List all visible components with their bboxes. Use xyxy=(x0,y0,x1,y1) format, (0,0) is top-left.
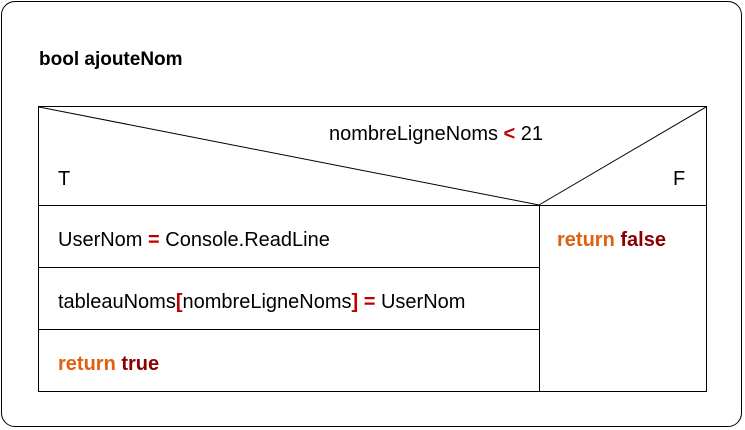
condition-operator: < xyxy=(503,123,516,145)
function-title: bool ajouteNom xyxy=(39,49,183,70)
condition-left-diagonal xyxy=(39,107,540,206)
stmt2-rhs: UserNom xyxy=(380,291,466,313)
stmt2-array: tableauNoms xyxy=(58,291,176,313)
false-statement-1: return false xyxy=(557,229,666,252)
true-statement-1: UserNom = Console.ReadLine xyxy=(58,229,330,252)
stmt1-lhs: UserNom xyxy=(58,229,143,251)
true-statement-2: tableauNoms[nombreLigneNoms] = UserNom xyxy=(58,291,465,314)
stmt2-open-bracket: [ xyxy=(175,291,183,313)
true-statement-3: return true xyxy=(58,353,159,376)
stmt2-close-bracket: ] xyxy=(351,291,359,313)
true-label: T xyxy=(58,168,71,190)
condition-lhs: nombreLigneNoms xyxy=(329,123,498,145)
stmt2-operator: = xyxy=(363,291,376,313)
true-stmt-divider-2 xyxy=(39,329,539,330)
nassi-shneiderman-diagram: nombreLigneNoms < 21 T F UserNom = Conso… xyxy=(38,106,707,392)
false-return-value: false xyxy=(620,229,666,251)
condition-expression: nombreLigneNoms < 21 xyxy=(329,123,543,146)
stmt3-return-value: true xyxy=(121,353,160,375)
false-return-keyword: return xyxy=(557,229,615,251)
stmt2-index: nombreLigneNoms xyxy=(182,291,352,313)
stmt3-return-keyword: return xyxy=(58,353,116,375)
condition-right-diagonal xyxy=(538,107,706,206)
header-divider xyxy=(39,205,706,206)
stmt1-rhs: Console.ReadLine xyxy=(165,229,330,251)
condition-triangle-lines xyxy=(39,107,706,206)
stmt1-operator: = xyxy=(148,229,160,251)
true-stmt-divider-1 xyxy=(39,267,539,268)
condition-rhs: 21 xyxy=(520,123,544,145)
false-label: F xyxy=(673,168,686,190)
branch-divider xyxy=(539,205,540,391)
